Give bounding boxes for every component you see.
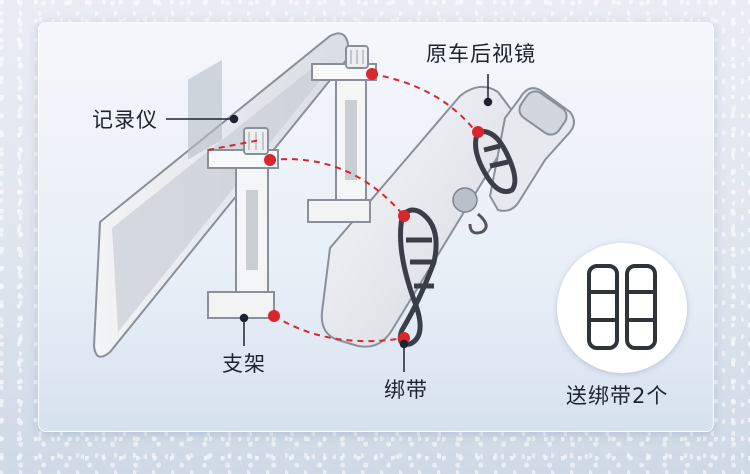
strap-upper bbox=[473, 128, 518, 194]
dashcam-recorder bbox=[92, 32, 349, 358]
strap-lower bbox=[397, 207, 439, 347]
connection-points bbox=[264, 68, 484, 344]
connection-dashes bbox=[207, 73, 477, 343]
label-mirror: 原车后视镜 bbox=[426, 42, 536, 66]
gift-straps-circle bbox=[557, 243, 687, 373]
label-strap: 绑带 bbox=[384, 378, 428, 402]
rear-view-mirror bbox=[320, 85, 575, 348]
label-bracket: 支架 bbox=[222, 352, 266, 376]
bracket-lower bbox=[207, 127, 279, 319]
bracket-upper bbox=[307, 45, 377, 223]
label-gift-straps: 送绑带2个 bbox=[566, 384, 669, 408]
leader-lines bbox=[166, 74, 493, 372]
label-recorder: 记录仪 bbox=[92, 108, 158, 132]
